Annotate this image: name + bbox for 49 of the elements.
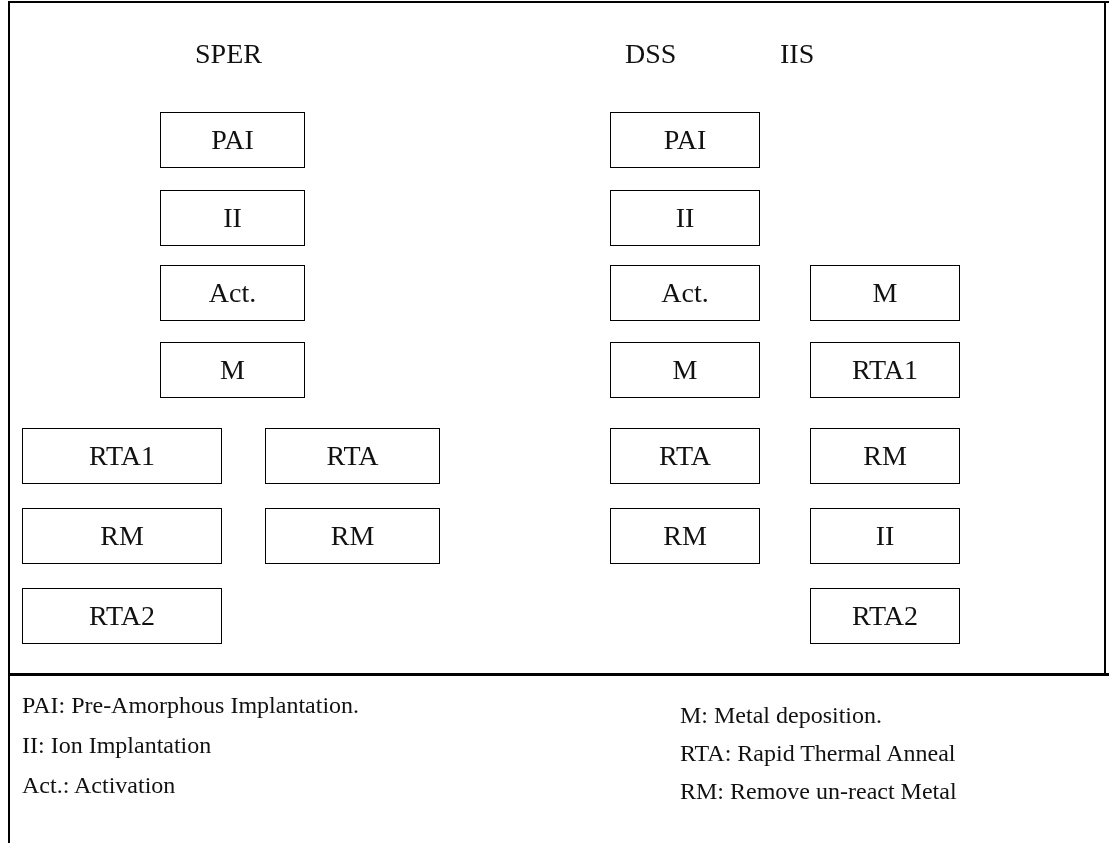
process-box (810, 508, 960, 564)
column-heading: DSS (625, 38, 677, 70)
process-box (160, 190, 305, 246)
process-box (610, 112, 760, 168)
step-label: RTA (326, 440, 379, 472)
process-box (22, 508, 222, 564)
process-box (610, 265, 760, 321)
process-box (610, 190, 760, 246)
legend-note: PAI: Pre-Amorphous Implantation. (22, 692, 360, 719)
process-box (160, 112, 305, 168)
process-box (22, 428, 222, 484)
column-heading: SPER (195, 38, 262, 70)
step-label: RTA1 (851, 354, 919, 386)
process-box (160, 265, 305, 321)
process-box (160, 342, 305, 398)
step-label: M (220, 354, 245, 386)
process-box (265, 508, 440, 564)
step-label: M (672, 354, 698, 386)
column-heading: IIS (780, 38, 815, 70)
process-box (810, 588, 960, 644)
legend-note: Act.: Activation (22, 772, 176, 799)
step-label: Act. (661, 277, 709, 309)
process-box (265, 428, 440, 484)
step-label: RTA2 (88, 600, 156, 632)
process-box (810, 342, 960, 398)
process-box (610, 508, 760, 564)
step-label: M (872, 277, 898, 309)
legend-note: M: Metal deposition. (680, 702, 882, 729)
process-box (22, 588, 222, 644)
process-box (810, 265, 960, 321)
step-label: Act. (208, 277, 257, 309)
legend-note: RTA: Rapid Thermal Anneal (680, 740, 956, 767)
step-label: RM (330, 520, 375, 552)
process-box (810, 428, 960, 484)
step-label: II (875, 520, 895, 552)
legend-note: II: Ion Implantation (22, 732, 212, 759)
step-label: RTA2 (851, 600, 919, 632)
step-label: RM (863, 440, 907, 472)
process-box (610, 428, 760, 484)
process-box (610, 342, 760, 398)
step-label: PAI (663, 124, 707, 156)
step-label: RM (663, 520, 707, 552)
legend-note: RM: Remove un-react Metal (680, 778, 957, 805)
step-label: II (223, 202, 242, 234)
step-label: RTA (658, 440, 712, 472)
step-label: II (675, 202, 695, 234)
step-label: RM (100, 520, 144, 552)
step-label: PAI (211, 124, 254, 156)
step-label: RTA1 (88, 440, 156, 472)
